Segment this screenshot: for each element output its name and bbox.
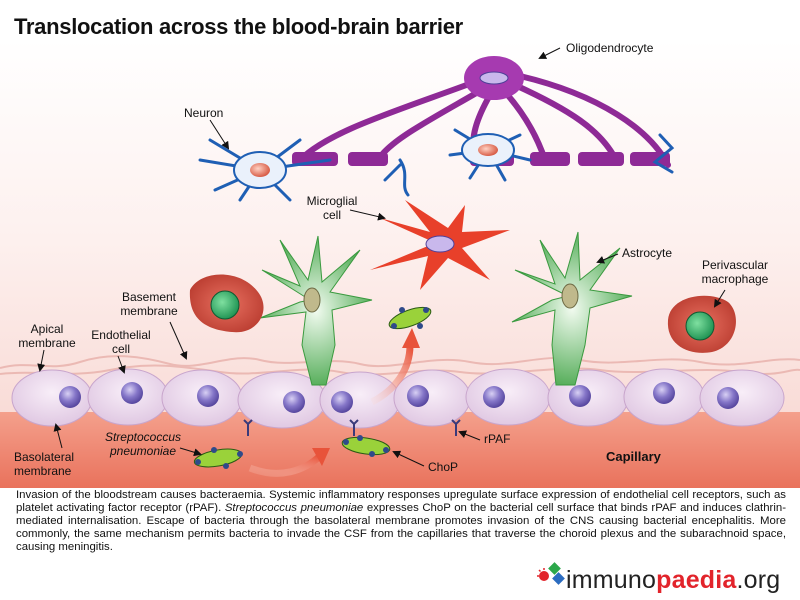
neuron-leader <box>209 119 230 150</box>
bacteria-escape-arrow <box>370 328 420 406</box>
endothelial-leader <box>117 355 126 374</box>
perivascular-macrophage <box>667 295 736 353</box>
strep-leader <box>179 447 202 457</box>
bacteria-bound-chop <box>341 435 391 457</box>
oligodendrocyte-leader <box>538 47 561 59</box>
astrocyte-leader <box>596 253 619 264</box>
basement-leader <box>169 321 188 360</box>
rpaf-leader <box>458 430 481 441</box>
label-capillary: Capillary <box>606 449 661 464</box>
label-neuron: Neuron <box>184 106 224 120</box>
macrophage-left <box>189 274 264 333</box>
label-astrocyte: Astrocyte <box>622 246 673 260</box>
immunopaedia-logo-icon <box>537 562 565 585</box>
microglial-cell <box>370 200 510 290</box>
rpaf-receptors <box>243 419 461 436</box>
label-rpaf: rPAF <box>484 432 511 446</box>
immunopaedia-logo: immunopaedia.org <box>566 566 781 594</box>
microglial-leader <box>349 209 386 221</box>
apical-leader <box>37 349 46 372</box>
label-chop: ChoP <box>428 460 459 474</box>
bacteria-entry-arrow <box>248 448 330 477</box>
endothelial-cell-layer <box>11 368 785 429</box>
basement-membrane <box>0 355 800 376</box>
bacteria-capillary-left <box>193 447 243 469</box>
astrocyte-cell-left <box>259 235 373 386</box>
figure-caption: Invasion of the bloodstream causes bacte… <box>16 489 786 553</box>
label-oligodendrocyte: Oligodendrocyte <box>566 41 654 55</box>
page-title: Translocation across the blood-brain bar… <box>14 14 463 39</box>
neuron-cell <box>198 128 675 202</box>
basolateral-leader <box>53 423 63 449</box>
bacteria-brain <box>388 306 432 330</box>
blood-brain-barrier-illustration <box>0 40 800 488</box>
astrocyte-cell-right <box>511 231 633 386</box>
oligodendrocyte-cell <box>292 56 671 168</box>
perivascular-leader <box>713 289 726 308</box>
chop-leader <box>392 450 425 467</box>
